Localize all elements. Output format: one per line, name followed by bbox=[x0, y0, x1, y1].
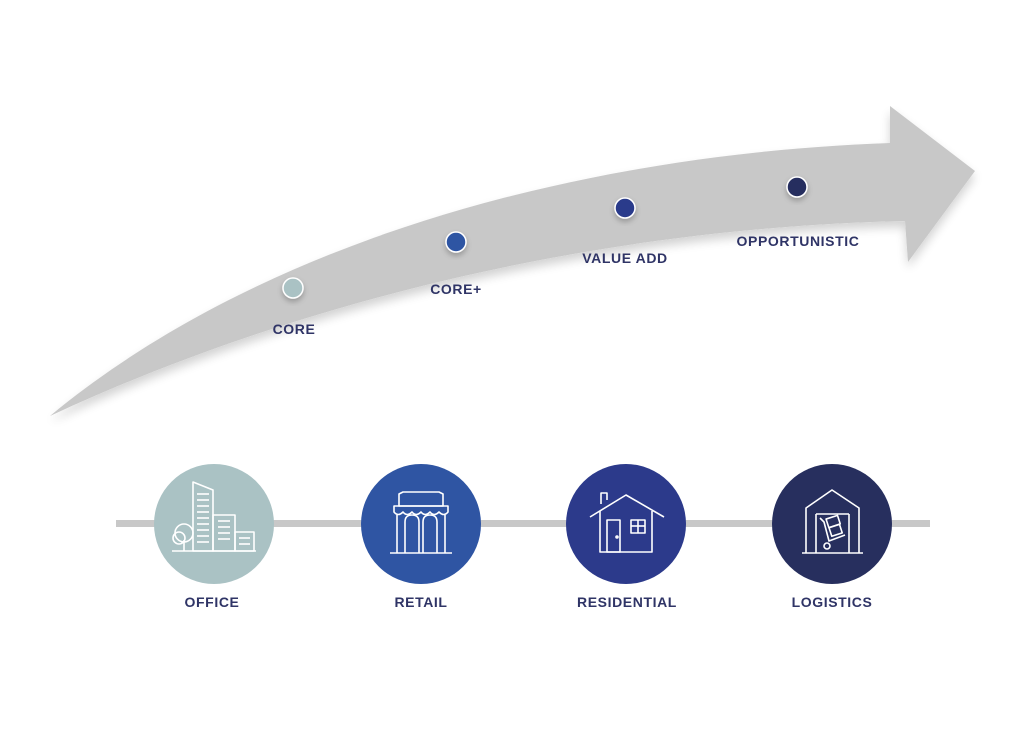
storefront-icon bbox=[390, 491, 452, 554]
warehouse-hand-truck-icon bbox=[802, 489, 863, 554]
growth-arrow bbox=[50, 106, 975, 416]
sector-label-logistics: LOGISTICS bbox=[791, 594, 873, 610]
sector-label-office: OFFICE bbox=[184, 594, 240, 610]
sector-label-retail: RETAIL bbox=[394, 594, 448, 610]
stage-label-opportunistic: OPPORTUNISTIC bbox=[736, 233, 860, 249]
stage-dot-core bbox=[282, 277, 304, 299]
office-building-icon bbox=[172, 481, 256, 552]
sector-label-residential: RESIDENTIAL bbox=[577, 594, 677, 610]
stage-label-core-plus: CORE+ bbox=[430, 281, 482, 297]
sector-line bbox=[116, 520, 930, 527]
stage-label-value-add: VALUE ADD bbox=[582, 250, 668, 266]
sector-circle-office bbox=[154, 464, 274, 584]
stage-label-core: CORE bbox=[272, 321, 316, 337]
sector-circle-logistics bbox=[772, 464, 892, 584]
sector-circle-retail bbox=[361, 464, 481, 584]
sector-circle-residential bbox=[566, 464, 686, 584]
stage-dot-core-plus bbox=[445, 231, 467, 253]
stage-dot-value-add bbox=[614, 197, 636, 219]
house-icon bbox=[589, 492, 665, 553]
stage-dot-opportunistic bbox=[786, 176, 808, 198]
